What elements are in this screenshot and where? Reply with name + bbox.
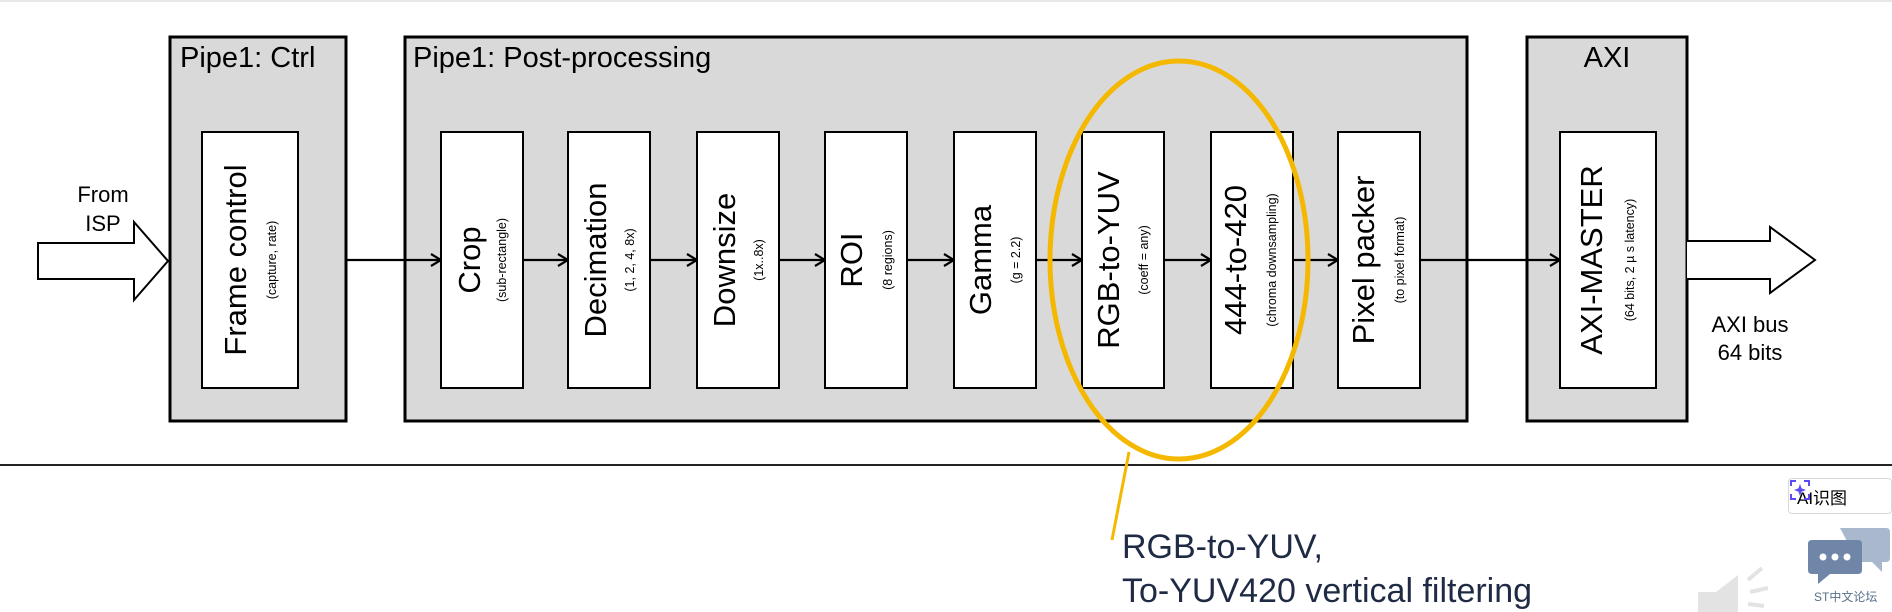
stage-name-pixel-packer: Pixel packer — [1346, 176, 1381, 345]
stage-name-rgb-to-yuv: RGB-to-YUV — [1091, 171, 1126, 349]
forum-badge[interactable]: ST中文论坛 — [1806, 522, 1892, 612]
stage-sub-444-to-420: (chroma downsampling) — [1265, 193, 1279, 326]
stage-sub-pixel-packer: (to pixel format) — [1393, 217, 1407, 304]
stage-sub-crop: (sub-rectangle) — [495, 218, 509, 302]
output-arrow — [1687, 225, 1817, 295]
stage-box-rgb-to-yuv — [1081, 131, 1165, 389]
highlight-ellipse — [1047, 58, 1311, 462]
stage-name-crop: Crop — [452, 226, 487, 293]
stage-sub-frame-control: (capture, rate) — [265, 221, 279, 300]
stage-name-downsize: Downsize — [707, 193, 742, 327]
stage-name-roi: ROI — [834, 232, 869, 287]
input-label-line1: From — [77, 182, 128, 207]
input-label-line2: ISP — [85, 211, 120, 236]
ai-recognize-label: AI识图 — [1797, 488, 1848, 508]
ai-scan-icon — [1790, 480, 1810, 500]
stage-box-frame-control — [201, 131, 299, 389]
group-title-post-processing: Pipe1: Post-processing — [413, 42, 711, 74]
input-arrow — [37, 219, 170, 303]
forum-label: ST中文论坛 — [1814, 590, 1878, 604]
callout-line1: RGB-to-YUV, — [1122, 528, 1323, 566]
stage-sub-downsize: (1x..8x) — [752, 239, 766, 281]
stage-box-gamma — [953, 131, 1037, 389]
stage-sub-roi: (8 regions) — [881, 230, 895, 290]
stage-sub-decimation: (1, 2, 4, 8x) — [623, 228, 637, 291]
callout-pointer-line — [1110, 451, 1131, 541]
stage-box-axi-master — [1559, 131, 1657, 389]
stage-name-444-to-420: 444-to-420 — [1218, 185, 1253, 335]
group-title-ctrl: Pipe1: Ctrl — [180, 42, 315, 74]
output-label-line1: AXI bus — [1711, 312, 1788, 337]
ai-recognize-button[interactable]: AI识图 — [1788, 478, 1892, 514]
stage-name-gamma: Gamma — [963, 204, 998, 315]
stage-sub-axi-master: (64 bits, 2 µ s latency) — [1623, 199, 1637, 322]
stage-name-frame-control: Frame control — [218, 164, 253, 355]
callout-line2: To-YUV420 vertical filtering — [1122, 572, 1532, 610]
stage-name-axi-master: AXI-MASTER — [1574, 165, 1609, 354]
group-title-axi: AXI — [1584, 42, 1631, 74]
chat-bubble-icon — [1808, 528, 1890, 584]
stage-sub-rgb-to-yuv: (coeff = any) — [1137, 225, 1151, 295]
stage-name-decimation: Decimation — [578, 182, 613, 337]
stage-box-pixel-packer — [1337, 131, 1421, 389]
output-label-line2: 64 bits — [1718, 340, 1783, 365]
stage-sub-gamma: (g = 2.2) — [1009, 237, 1023, 284]
speaker-icon — [1698, 566, 1769, 612]
